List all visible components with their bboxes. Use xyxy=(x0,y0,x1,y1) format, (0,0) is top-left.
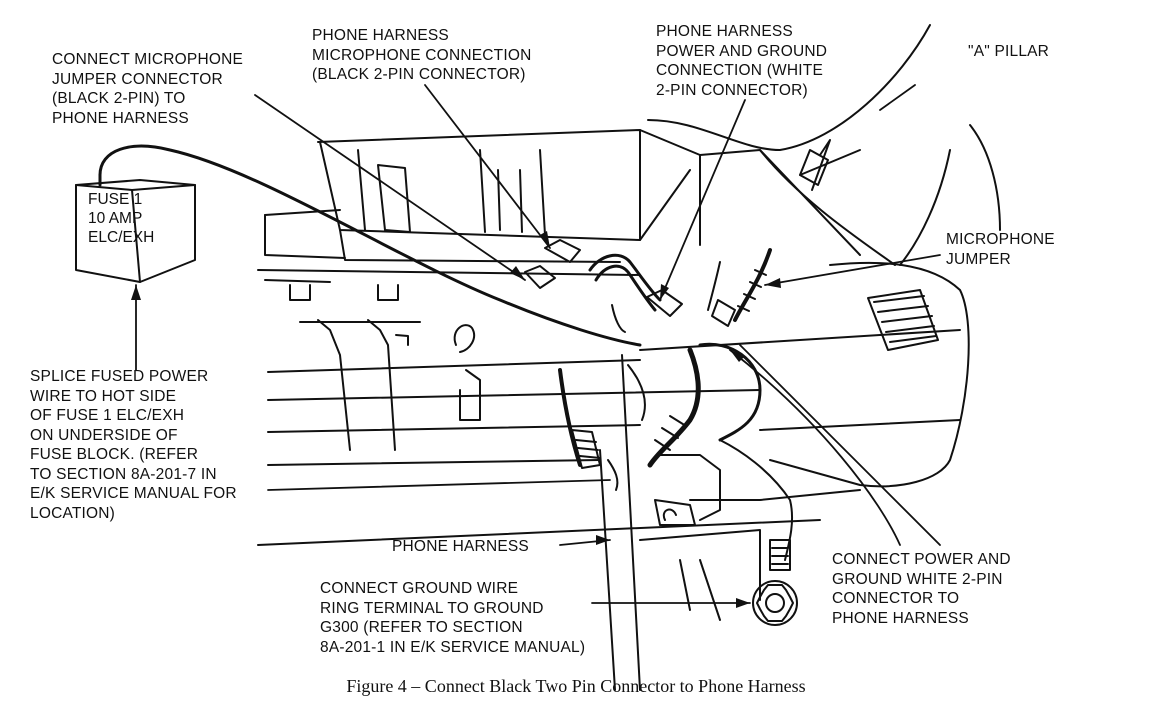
label-harness-mic-connection: PHONE HARNESS MICROPHONE CONNECTION (BLA… xyxy=(312,27,532,83)
windshield-outline xyxy=(647,24,931,151)
label-splice-fused-power: SPLICE FUSED POWER WIRE TO HOT SIDE OF F… xyxy=(30,368,237,522)
label-connect-power-ground: CONNECT POWER AND GROUND WHITE 2-PIN CON… xyxy=(832,551,1011,627)
dash-end xyxy=(769,261,970,488)
label-microphone-jumper: MICROPHONE JUMPER xyxy=(946,231,1055,268)
label-ground-wire: CONNECT GROUND WIRE RING TERMINAL TO GRO… xyxy=(320,580,586,656)
label-phone-harness: PHONE HARNESS xyxy=(392,538,529,555)
dash-top xyxy=(317,129,861,256)
side-vent xyxy=(867,289,939,351)
fuse-block xyxy=(75,179,196,283)
leader-lines xyxy=(135,84,941,604)
ring-terminal xyxy=(752,539,798,626)
label-harness-power-ground: PHONE HARNESS POWER AND GROUND CONNECTIO… xyxy=(656,23,828,99)
figure-caption: Figure 4 – Connect Black Two Pin Connect… xyxy=(346,676,806,696)
fuse-label: FUSE 1 10 AMP ELC/EXH xyxy=(88,191,155,246)
fuse-wire xyxy=(98,144,642,347)
label-a-pillar: "A" PILLAR xyxy=(968,43,1050,60)
label-connect-mic-jumper: CONNECT MICROPHONE JUMPER CONNECTOR (BLA… xyxy=(52,51,244,127)
